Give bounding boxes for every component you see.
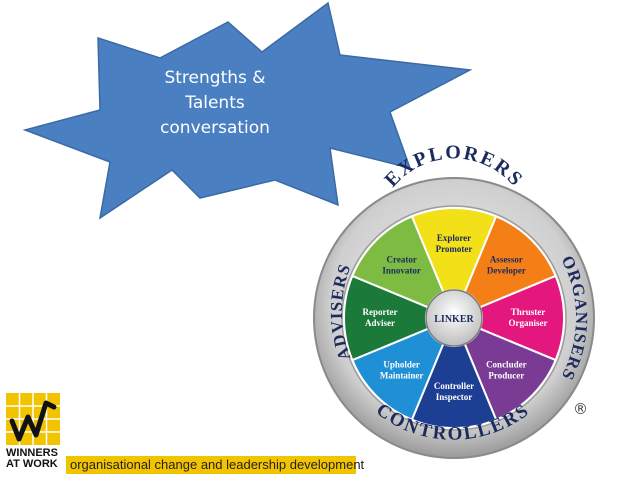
- logo-wordmark: WINNERS AT WORK: [6, 448, 68, 470]
- logo-line-1: WINNERS: [6, 447, 58, 459]
- logo-line-2: AT WORK: [6, 458, 58, 470]
- winners-at-work-logo: [6, 393, 60, 445]
- linker-hub: [425, 289, 483, 347]
- callout-text: Strengths & Talents conversation: [140, 66, 290, 141]
- tagline: organisational change and leadership dev…: [70, 457, 365, 472]
- callout-line-3: conversation: [160, 118, 270, 138]
- tagline-bar: [66, 456, 356, 474]
- wheel-segments: [343, 207, 565, 429]
- callout-line-2: Talents: [185, 93, 245, 113]
- callout-line-1: Strengths &: [164, 68, 266, 88]
- registered-mark: ®: [573, 400, 588, 418]
- linker-label: LINKER: [434, 314, 474, 325]
- starburst-shape: [22, 1, 473, 220]
